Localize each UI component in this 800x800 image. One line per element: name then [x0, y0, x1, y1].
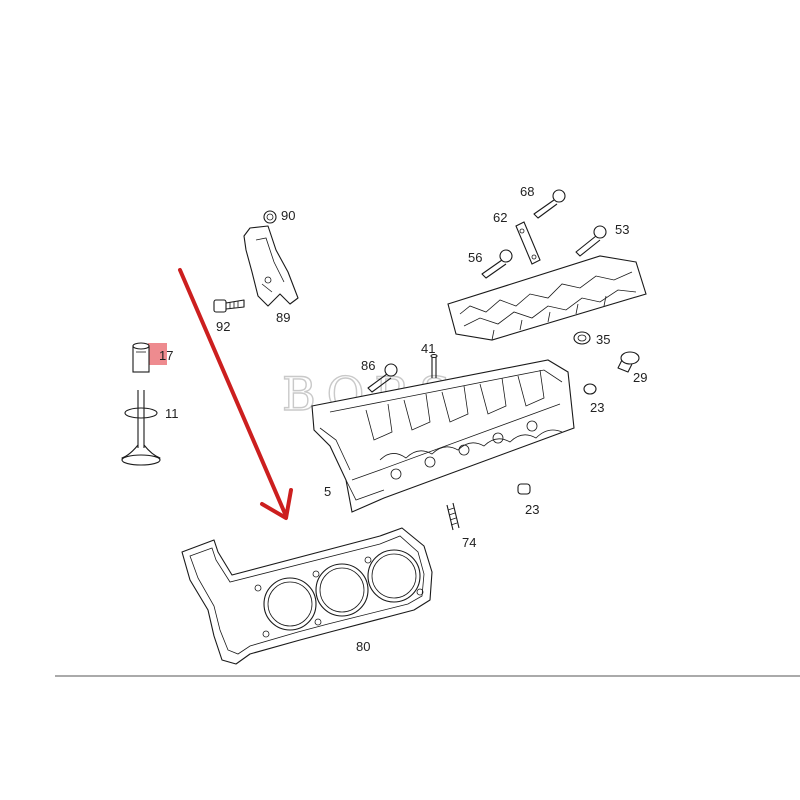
part-86-bolt	[367, 363, 398, 393]
label-56: 56	[468, 250, 482, 265]
label-11: 11	[165, 406, 179, 421]
part-92-bolt	[213, 299, 245, 313]
label-23-upper: 23	[590, 400, 604, 415]
part-17-lifter	[132, 342, 167, 373]
part-53-bolt	[575, 225, 607, 257]
part-89-bracket	[243, 225, 299, 307]
part-56-bolt	[481, 249, 513, 279]
label-89: 89	[276, 310, 290, 325]
part-62-plate	[515, 221, 541, 265]
part-11-valve	[121, 390, 161, 466]
label-17: 17	[159, 348, 173, 363]
label-68: 68	[520, 184, 534, 199]
label-35: 35	[596, 332, 610, 347]
label-80: 80	[356, 639, 370, 654]
camshaft-housing	[447, 255, 647, 341]
part-80-head-gasket	[181, 527, 433, 665]
label-74: 74	[462, 535, 476, 550]
label-53: 53	[615, 222, 629, 237]
part-23-plug-upper	[583, 383, 597, 395]
part-68-bolt	[533, 189, 566, 219]
label-5: 5	[324, 484, 331, 499]
part-23-plug-lower	[517, 483, 531, 495]
part-35-seal	[573, 331, 591, 345]
label-92: 92	[216, 319, 230, 334]
label-90: 90	[281, 208, 295, 223]
part-5-cylinder-head	[311, 359, 575, 513]
label-62: 62	[493, 210, 507, 225]
part-90-cap	[263, 210, 277, 224]
part-74-stud	[446, 502, 460, 531]
part-29-plug	[617, 351, 640, 373]
part-41-pin	[430, 353, 438, 378]
label-29: 29	[633, 370, 647, 385]
label-86: 86	[361, 358, 375, 373]
label-41: 41	[421, 341, 435, 356]
label-23-lower: 23	[525, 502, 539, 517]
red-arrow	[178, 268, 293, 520]
highlight-marker	[148, 343, 167, 365]
